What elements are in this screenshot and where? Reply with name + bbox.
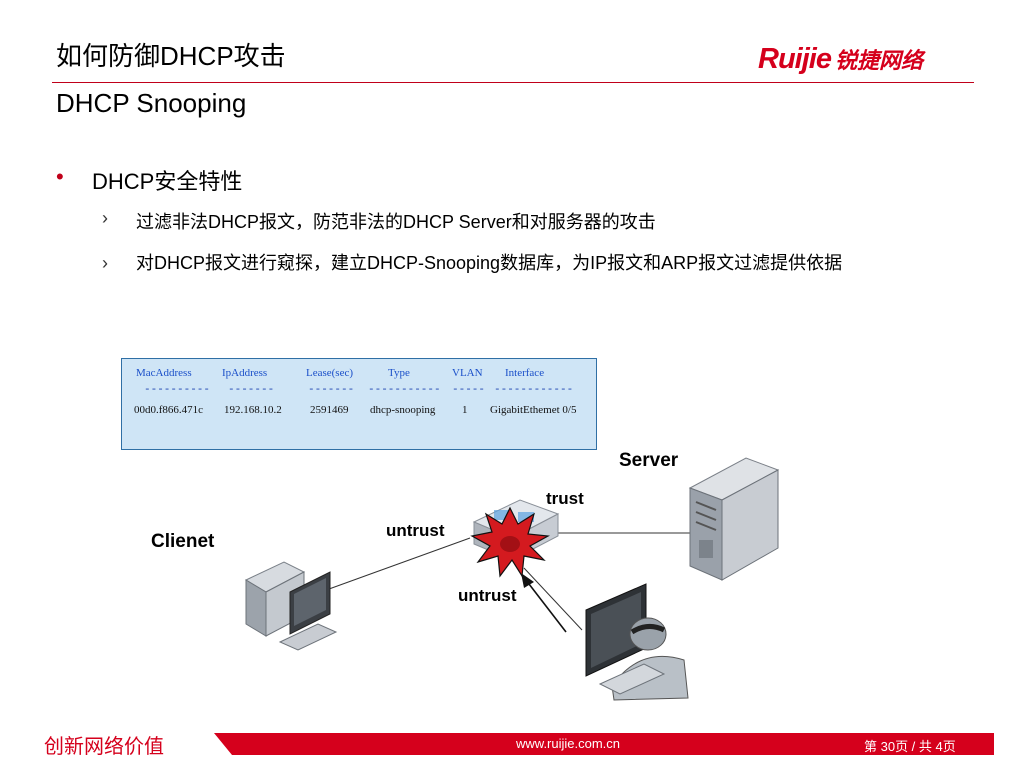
- client-label: Clienet: [151, 531, 215, 552]
- table-cell: 1: [462, 404, 468, 416]
- page-number: 第 30页 / 共 4页: [864, 739, 956, 754]
- brand-logo-cn: 锐捷网络: [834, 49, 923, 74]
- table-separator: -----: [452, 384, 486, 396]
- table-header: MacAddress: [136, 367, 192, 379]
- server-label: Server: [619, 450, 679, 471]
- untrust-port-label-bottom: untrust: [458, 586, 517, 605]
- slide-title: 如何防御DHCP攻击: [56, 41, 286, 71]
- attack-arrow-line: [528, 583, 567, 633]
- footer-slogan: 创新网络价值: [44, 734, 164, 758]
- attacker-pc-icon: [585, 583, 689, 701]
- table-separator: -------: [228, 384, 275, 396]
- table-header: VLAN: [452, 367, 483, 379]
- untrust-port-label-left: untrust: [386, 521, 445, 540]
- sub-bullet-text: 对DHCP报文进行窥探，建立DHCP-Snooping数据库，为IP报文和ARP…: [136, 253, 843, 273]
- sub-bullet-2: › 对DHCP报文进行窥探，建立DHCP-Snooping数据库，为IP报文和A…: [56, 248, 926, 278]
- server-tower-icon: [688, 457, 780, 581]
- table-cell: 192.168.10.2: [224, 404, 282, 416]
- table-cell: 2591469: [310, 404, 349, 416]
- bullet-dot: •: [56, 164, 64, 189]
- table-separator: ------------: [494, 384, 574, 396]
- slide-subtitle: DHCP Snooping: [56, 88, 247, 118]
- sub-bullet-text: 过滤非法DHCP报文，防范非法的DHCP Server和对服务器的攻击: [136, 212, 656, 232]
- footer-bar: [214, 733, 994, 755]
- table-separator: -----------: [368, 384, 441, 396]
- table-header: Type: [388, 367, 410, 379]
- client-pc-icon: [244, 561, 338, 651]
- chevron-right-icon: ›: [102, 208, 108, 228]
- attack-arrow-head: [521, 573, 534, 588]
- header-divider: [52, 82, 974, 83]
- table-header-row: MacAddress IpAddress Lease(sec) Type VLA…: [122, 367, 596, 383]
- table-header: Interface: [505, 367, 545, 379]
- bullet-item: • DHCP安全特性: [56, 164, 242, 196]
- attack-burst-icon: [470, 506, 550, 578]
- table-cell: dhcp-snooping: [370, 404, 436, 416]
- table-header: IpAddress: [222, 367, 268, 379]
- trust-port-label: trust: [546, 489, 584, 508]
- footer-url: www.ruijie.com.cn: [516, 736, 621, 751]
- link-switch-attacker: [523, 567, 583, 631]
- snooping-binding-table: MacAddress IpAddress Lease(sec) Type VLA…: [121, 358, 597, 450]
- table-header: Lease(sec): [306, 367, 354, 379]
- link-switch-client: [317, 537, 471, 594]
- table-separator: -------: [308, 384, 355, 396]
- bullet-text: DHCP安全特性: [92, 169, 243, 194]
- table-separator: ----------: [144, 384, 211, 396]
- sub-bullet-1: › 过滤非法DHCP报文，防范非法的DHCP Server和对服务器的攻击: [56, 208, 656, 234]
- table-row: 00d0.f866.471c 192.168.10.2 2591469 dhcp…: [122, 404, 596, 420]
- table-cell: 00d0.f866.471c: [134, 404, 204, 416]
- brand-logo: Ruijie 锐捷网络: [758, 42, 923, 76]
- chevron-right-icon: ›: [102, 253, 108, 273]
- table-cell: GigabitEthemet 0/5: [490, 404, 577, 416]
- table-separator-row: ---------- ------- ------- ----------- -…: [122, 384, 596, 400]
- brand-logo-en: Ruijie: [758, 42, 832, 75]
